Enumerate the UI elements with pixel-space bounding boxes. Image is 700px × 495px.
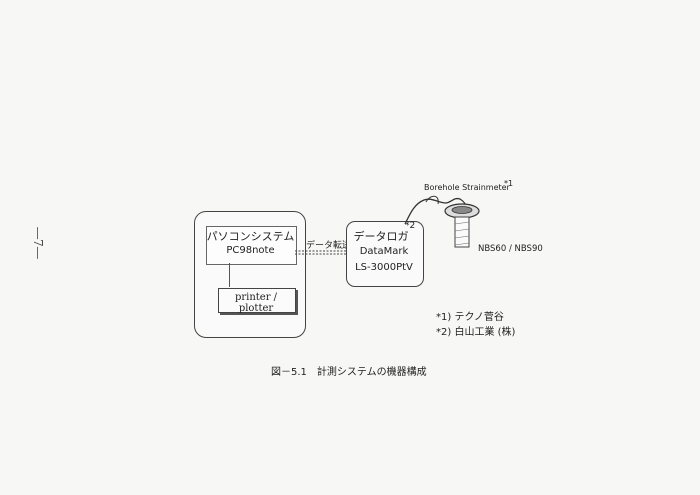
- data-logger-title: データロガ: [353, 230, 409, 243]
- data-logger-model-line1: DataMark: [359, 246, 409, 257]
- strainmeter-label: Borehole Strainmeter: [424, 183, 510, 192]
- strainmeter-model-label: NBS60 / NBS90: [478, 244, 543, 254]
- data-logger-note-mark: *2: [405, 221, 416, 231]
- printer-box: [218, 288, 296, 313]
- data-transfer-label: データ転送: [306, 241, 352, 251]
- sensor-cable-loop: [425, 195, 439, 205]
- pc-system-title: パソコンシステム: [206, 230, 295, 243]
- pc-system-inner-box: [206, 226, 297, 265]
- data-logger-box: [346, 221, 424, 287]
- pc-model-label: PC98note: [226, 245, 275, 256]
- strainmeter-dish-inner: [451, 206, 473, 214]
- footnote-2: *2) 白山工業 (株): [436, 327, 516, 338]
- strainmeter-cylinder: [454, 216, 470, 248]
- strainmeter-note-mark: *1: [504, 179, 514, 188]
- data-logger-model-line2: LS-3000PtV: [355, 262, 413, 273]
- printer-label: printer / plotter: [234, 292, 278, 314]
- footnote-1: *1) テクノ菅谷: [436, 312, 504, 323]
- pc-printer-connector: [229, 263, 230, 287]
- figure-caption: 図－5.1 計測システムの機器構成: [271, 367, 427, 378]
- strainmeter-cylinder-hatch: [454, 221, 470, 246]
